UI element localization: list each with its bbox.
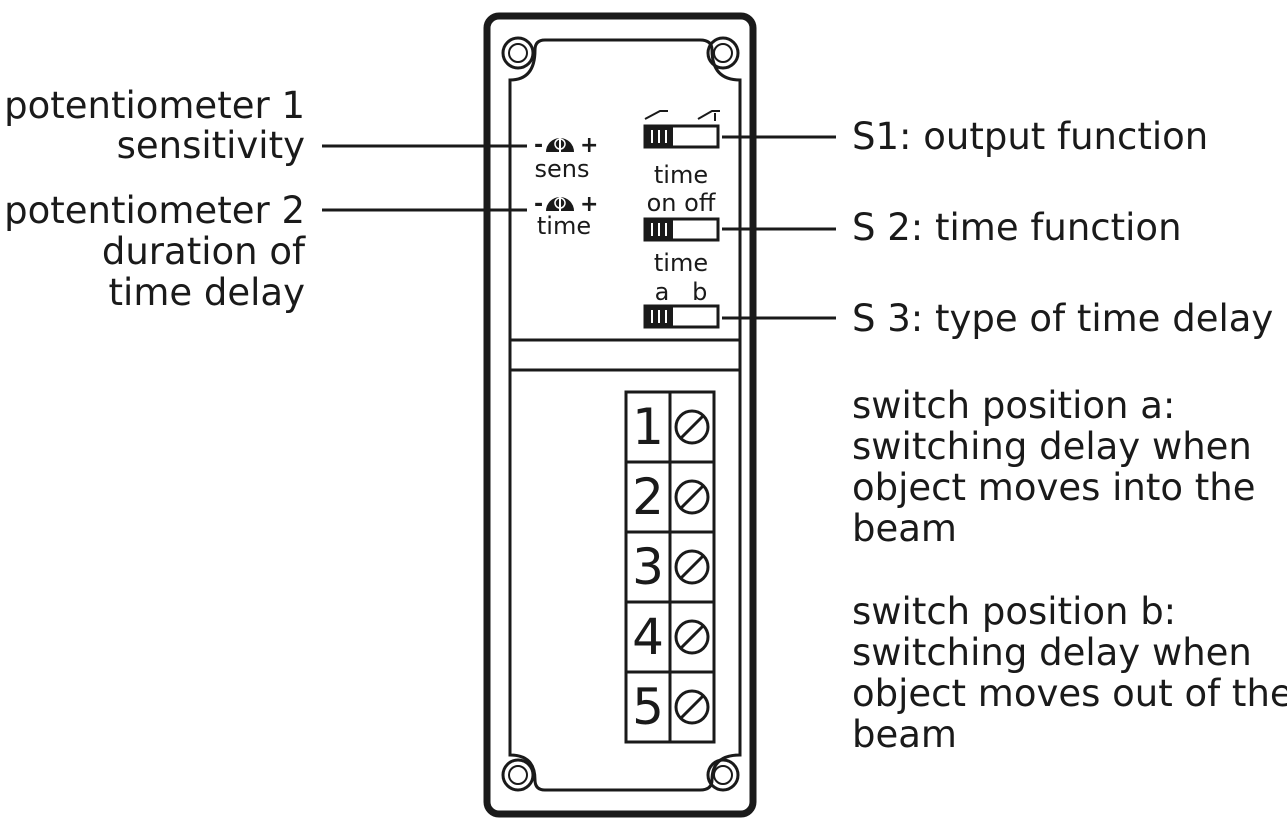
pos-a-line-1: switch position a:	[852, 384, 1175, 427]
terminal-block: 1 2 3 4 5	[624, 390, 716, 744]
switch-s3[interactable]: a b	[643, 278, 720, 329]
s3-options: a b	[655, 278, 708, 306]
terminal-2[interactable]: 2	[632, 468, 710, 526]
screw-hole-top-left	[501, 36, 535, 70]
s1-output-symbols-icon	[644, 110, 720, 121]
housing-outer	[483, 12, 757, 818]
potentiometer-1[interactable]: - + sens	[534, 133, 598, 183]
potentiometer-2[interactable]: - + time	[534, 192, 598, 240]
pos-b-line-1: switch position b:	[852, 590, 1176, 633]
s2-caption: time	[654, 249, 708, 277]
s1-callout: S1: output function	[852, 115, 1208, 158]
screw-terminal-icon[interactable]	[674, 409, 710, 445]
screw-terminal-icon[interactable]	[674, 619, 710, 655]
pot2-plus: +	[580, 192, 598, 217]
pos-a-line-4: beam	[852, 507, 957, 550]
screw-terminal-icon[interactable]	[674, 689, 710, 725]
s3-slider-knob	[645, 306, 673, 327]
terminal-4[interactable]: 4	[632, 608, 710, 666]
screw-hole-top-right	[706, 36, 740, 70]
s3-callout: S 3: type of time delay	[852, 297, 1273, 340]
terminal-1[interactable]: 1	[632, 398, 710, 456]
terminal-3[interactable]: 3	[632, 538, 710, 596]
pot2-minus: -	[534, 192, 543, 217]
pot2-title: potentiometer 2	[4, 189, 305, 232]
switch-s2[interactable]: on off time	[643, 189, 720, 277]
screw-hole-bottom-right	[706, 758, 740, 792]
pot1-title: potentiometer 1	[4, 84, 305, 127]
terminal-number: 4	[632, 608, 664, 666]
pot2-function-line1: duration of	[102, 230, 306, 273]
s1-caption: time	[654, 161, 708, 189]
pot1-minus: -	[534, 133, 543, 158]
screw-terminal-icon[interactable]	[674, 479, 710, 515]
switch-position-b-description: switch position b: switching delay when …	[852, 590, 1287, 756]
switch-position-a-description: switch position a: switching delay when …	[852, 384, 1256, 550]
terminal-number: 1	[632, 398, 664, 456]
terminal-number: 3	[632, 538, 664, 596]
s2-options: on off	[647, 189, 716, 217]
pos-a-line-2: switching delay when	[852, 425, 1252, 468]
pos-a-line-3: object moves into the	[852, 466, 1256, 509]
terminal-5[interactable]: 5	[632, 678, 710, 736]
terminal-number: 2	[632, 468, 664, 526]
leader-lines	[322, 135, 836, 320]
s1-slider-knob	[645, 126, 673, 147]
pos-b-line-4: beam	[852, 713, 957, 756]
pos-b-line-2: switching delay when	[852, 631, 1252, 674]
screw-terminal-icon[interactable]	[674, 549, 710, 585]
switch-s1[interactable]: time	[643, 110, 720, 189]
pot2-label: time	[537, 212, 591, 240]
pot1-plus: +	[580, 133, 598, 158]
pot1-label: sens	[535, 155, 590, 183]
housing	[483, 12, 757, 818]
s2-slider-knob	[645, 219, 673, 240]
pot2-function-line2: time delay	[109, 271, 305, 314]
screw-hole-bottom-left	[501, 758, 535, 792]
pos-b-line-3: object moves out of the	[852, 672, 1287, 715]
s2-callout: S 2: time function	[852, 206, 1182, 249]
callout-potentiometer-2: potentiometer 2 duration of time delay	[4, 189, 306, 314]
callout-potentiometer-1: potentiometer 1 sensitivity	[4, 84, 305, 167]
pot1-function: sensitivity	[117, 124, 305, 167]
terminal-number: 5	[632, 678, 664, 736]
